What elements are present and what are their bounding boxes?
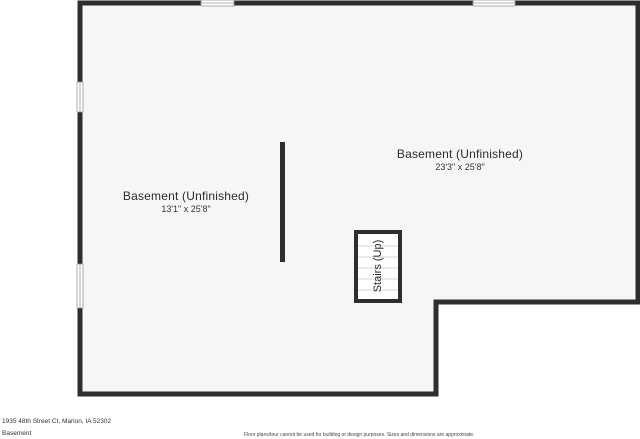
floor-level-label: Basement [2,430,32,437]
stairs [354,230,402,303]
window-top-left [200,0,235,7]
property-address: 1935 48th Street Ct, Marion, IA 52302 [2,418,112,425]
window-left-lower [76,263,84,309]
window-top-right [472,0,516,7]
disclaimer-text: Floor plans/tour cannot be used for buil… [244,432,475,438]
room-label-right: Basement (Unfinished) 23'3" x 25'8" [397,147,523,172]
room-label-left: Basement (Unfinished) 13'1" x 25'8" [123,189,249,214]
floor-area [80,3,638,394]
room-dimensions: 23'3" x 25'8" [435,162,485,172]
stairs-label: Stairs (Up) [372,239,384,293]
room-name: Basement (Unfinished) [396,147,524,161]
room-name: Basement (Unfinished) [122,189,250,203]
interior-wall [280,142,285,262]
window-left-upper [76,81,84,113]
exterior-wall [77,0,640,397]
room-dimensions: 13'1" x 25'8" [161,204,211,214]
